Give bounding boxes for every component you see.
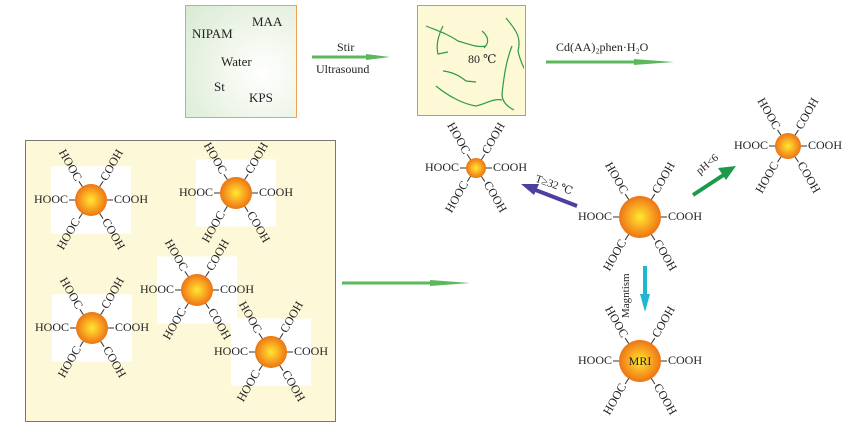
group-left: HOOC [34,192,68,206]
particle-core [775,133,801,159]
group-up-left: HOOC [444,120,473,156]
group-left: HOOC [734,138,768,152]
step2-label: Cd(AA)₂phen·H₂O [556,40,649,54]
particle-core [619,340,661,382]
group-right: COOH [808,138,842,152]
magnetic-arrow [640,266,650,312]
group-down-left: HOOC [600,381,629,417]
group-left: HOOC [578,209,612,223]
group-left: HOOC [425,160,459,174]
reactant-water: Water [221,54,252,69]
particle-core [220,177,252,209]
bond-line [466,154,472,161]
group-down-right: COOH [794,159,823,196]
group-down-left: HOOC [600,237,629,273]
magnetic-condition-label: Magntism [620,273,632,318]
reactant-kps: KPS [249,90,273,105]
group-up-right: COOH [479,120,508,157]
group-right: COOH [668,209,702,223]
particle-core [76,312,108,344]
shrink-arrow [521,184,578,208]
group-left: HOOC [214,344,248,358]
group-right: COOH [294,344,328,358]
group-up-right: COOH [649,159,678,196]
reactant-st: St [214,79,225,94]
group-left: HOOC [578,353,612,367]
mri-label: MRI [629,354,652,368]
group-down-right: COOH [651,381,680,418]
reactant-nipam: NIPAM [192,26,233,41]
step1-label-bottom: Ultrasound [316,62,370,76]
group-right: COOH [668,353,702,367]
group-right: COOH [115,320,149,334]
group-right: COOH [220,282,254,296]
group-down-left: HOOC [442,178,471,214]
acid-arrow [691,166,736,197]
central-particle: HOOC COOH HOOC COOH HOOC COOH [578,159,702,273]
step1-arrow [312,54,390,60]
particle-core [619,196,661,238]
particle-core [466,158,486,178]
bond-line [794,129,799,137]
group-up-left: HOOC [602,159,631,195]
bond-line [480,154,486,161]
temperature-label: 80 ℃ [468,52,497,66]
particle-core [75,184,107,216]
reactant-maa: MAA [252,14,283,29]
assembly-arrow [342,280,470,286]
bond-line [777,129,782,137]
group-right: COOH [259,185,293,199]
group-right: COOH [114,192,148,206]
bond-line [794,155,799,163]
group-up-left: HOOC [755,95,784,131]
group-up-right: COOH [792,95,821,132]
bond-line [777,155,782,163]
step1-label-top: Stir [337,40,355,54]
group-down-right: COOH [651,237,680,274]
group-down-left: HOOC [752,159,781,195]
group-left: HOOC [179,185,213,199]
group-left: HOOC [140,282,174,296]
reactants-box: NIPAM MAA Water St KPS [185,5,297,118]
bond-line [480,175,486,182]
step2-arrow [546,59,674,65]
group-down-right: COOH [481,178,510,215]
group-up-right: COOH [649,303,678,340]
particle-core [255,336,287,368]
polymer-box: 80 ℃ [417,5,526,116]
polymer-chains [425,17,524,111]
particle-core [181,274,213,306]
group-left: HOOC [35,320,69,334]
bond-line [466,175,472,182]
group-right: COOH [493,160,527,174]
acid-particle: HOOC COOH HOOC COOH HOOC COOH [734,95,842,196]
